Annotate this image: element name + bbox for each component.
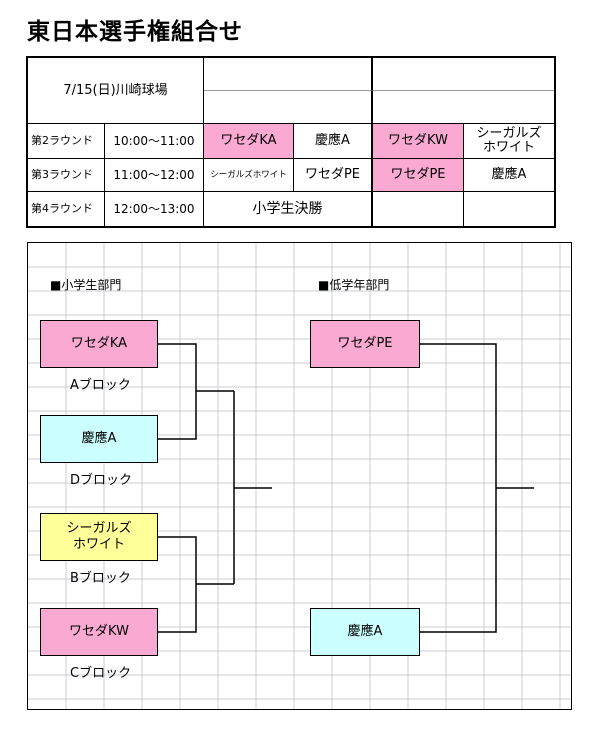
match-team: ワセダKW xyxy=(372,124,464,159)
blank-cell xyxy=(372,58,554,91)
time-slot: 12:00～13:00 xyxy=(105,192,204,226)
grid-lines xyxy=(28,243,571,709)
team-box: ワセダPE xyxy=(310,320,420,368)
team-box: ワセダKA xyxy=(40,320,158,368)
match-team: ワセダKA xyxy=(204,124,294,159)
final-match: 小学生決勝 xyxy=(204,192,372,226)
team-box: 慶應A xyxy=(310,608,420,656)
blank-cell xyxy=(204,91,372,124)
match-team-name: シーガルズ ホワイト xyxy=(476,126,542,155)
time-slot: 11:00～12:00 xyxy=(105,159,204,192)
round-label: 第2ラウンド xyxy=(28,124,105,159)
team-box: ワセダKW xyxy=(40,608,158,656)
blank-cell xyxy=(372,192,464,226)
block-label: Dブロック xyxy=(70,473,133,488)
match-team: ワセダPE xyxy=(294,159,372,192)
block-label: Cブロック xyxy=(70,666,132,681)
page-title: 東日本選手権組合せ xyxy=(27,19,243,45)
blank-cell xyxy=(204,58,372,91)
match-team: 慶應A xyxy=(294,124,372,159)
team-box: 慶應A xyxy=(40,415,158,463)
match-team: ワセダPE xyxy=(372,159,464,192)
match-team: シーガルズホワイト xyxy=(204,159,294,192)
division-header-elementary: ■小学生部門 xyxy=(50,278,122,292)
schedule-table: 7/15(日)川崎球場 第2ラウンド 10:00～11:00 ワセダKA 慶應A… xyxy=(26,56,556,228)
round-label: 第3ラウンド xyxy=(28,159,105,192)
time-slot: 10:00～11:00 xyxy=(105,124,204,159)
blank-cell xyxy=(464,192,554,226)
round-label: 第4ラウンド xyxy=(28,192,105,226)
team-box: シーガルズ ホワイト xyxy=(40,513,158,561)
venue-cell: 7/15(日)川崎球場 xyxy=(28,58,204,124)
block-label: Aブロック xyxy=(70,378,131,393)
tournament-bracket: ■小学生部門 ■低学年部門 ワセダKA Aブロック 慶應A Dブロック シーガル… xyxy=(27,242,572,710)
bracket-grid xyxy=(28,243,571,709)
match-team: シーガルズ ホワイト xyxy=(464,124,554,159)
block-label: Bブロック xyxy=(70,571,131,586)
match-team: 慶應A xyxy=(464,159,554,192)
blank-cell xyxy=(372,91,554,124)
bracket-lines xyxy=(158,343,534,633)
division-header-lower: ■低学年部門 xyxy=(318,278,390,292)
